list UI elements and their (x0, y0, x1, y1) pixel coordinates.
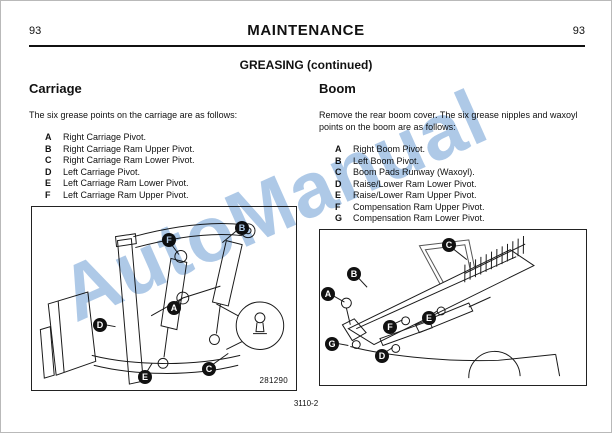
footer-code: 3110-2 (293, 399, 319, 408)
grease-point-key: B (335, 155, 342, 166)
grease-point-key: F (45, 189, 51, 200)
grease-point-key: B (45, 143, 52, 154)
grease-point-key: G (335, 213, 343, 223)
grease-point-label: Raise/Lower Ram Upper Pivot. (353, 190, 477, 200)
boom-section: Boom Remove the rear boom cover. The six… (319, 81, 587, 225)
boom-rams (340, 296, 491, 353)
grease-point-key: E (45, 178, 52, 188)
grease-point-item: E Left Carriage Ram Lower Pivot. (29, 178, 297, 190)
boom-intro: Remove the rear boom cover. The six grea… (319, 110, 578, 132)
carriage-intro: The six grease points on the carriage ar… (29, 110, 238, 120)
grease-point-item: B Right Carriage Ram Upper Pivot. (29, 144, 297, 156)
callout-e: E (138, 370, 152, 384)
callout-g: G (325, 337, 339, 351)
boom-heading: Boom (319, 81, 356, 96)
grease-point-item: G Compensation Ram Lower Pivot. (319, 213, 587, 225)
callout-d: D (93, 318, 107, 332)
grease-point-key: E (335, 190, 342, 200)
grease-point-key: A (45, 132, 52, 142)
callout-a: A (167, 301, 181, 315)
header-title: MAINTENANCE (247, 22, 365, 39)
grease-point-label: Boom Pads Runway (Waxoyl). (353, 167, 475, 177)
grease-nipple-detail (216, 301, 285, 350)
chassis-outline (350, 346, 561, 379)
callout-b: B (347, 267, 361, 281)
grease-point-label: Compensation Ram Upper Pivot. (353, 201, 485, 212)
grease-point-item: A Right Carriage Pivot. (29, 132, 297, 144)
grease-point-item: F Left Carriage Ram Upper Pivot. (29, 190, 297, 202)
callout-b: B (235, 221, 249, 235)
grease-point-label: Right Carriage Pivot. (63, 132, 147, 142)
grease-point-label: Right Boom Pivot. (353, 144, 426, 154)
callout-d: D (375, 349, 389, 363)
page-number-right: 93 (572, 25, 585, 37)
carriage-rams (150, 240, 243, 369)
callout-c: C (202, 362, 216, 376)
grease-point-item: C Right Carriage Ram Lower Pivot. (29, 155, 297, 167)
grease-point-item: F Compensation Ram Upper Pivot. (319, 202, 587, 214)
callout-a: A (321, 287, 335, 301)
carriage-grease-point-list: A Right Carriage Pivot. B Right Carriage… (29, 132, 297, 201)
grease-point-key: F (335, 201, 341, 212)
carriage-diagram: B F A D E C 281290 (31, 206, 297, 391)
grease-point-item: E Raise/Lower Ram Upper Pivot. (319, 190, 587, 202)
boom-diagram-drawing (328, 236, 561, 379)
grease-point-item: D Raise/Lower Ram Lower Pivot. (319, 179, 587, 191)
boom-grease-point-list: A Right Boom Pivot. B Left Boom Pivot. C… (319, 144, 587, 225)
header-rule (29, 45, 585, 47)
grease-point-key: D (335, 178, 342, 189)
boom-diagram: C B A E F G D (319, 229, 587, 386)
grease-point-key: A (335, 144, 342, 154)
page-number-left: 93 (29, 25, 42, 37)
section-title: GREASING (continued) (239, 58, 373, 72)
figure-number: 281290 (259, 376, 288, 385)
grease-point-key: D (45, 166, 52, 177)
grease-point-label: Left Carriage Pivot. (63, 166, 141, 177)
grease-point-key: C (335, 167, 342, 177)
carriage-section: Carriage The six grease points on the ca… (29, 81, 297, 201)
callout-f: F (162, 233, 176, 247)
grease-point-label: Left Carriage Ram Lower Pivot. (63, 178, 189, 188)
grease-point-label: Left Carriage Ram Upper Pivot. (63, 189, 189, 200)
grease-point-label: Left Boom Pivot. (353, 155, 420, 166)
boom-pad-runway-hatching (464, 236, 526, 283)
callout-c: C (442, 238, 456, 252)
grease-point-label: Raise/Lower Ram Lower Pivot. (353, 178, 477, 189)
grease-point-label: Right Carriage Ram Upper Pivot. (63, 143, 195, 154)
boom-arm (341, 249, 535, 346)
grease-point-label: Right Carriage Ram Lower Pivot. (63, 155, 195, 165)
carriage-heading: Carriage (29, 81, 82, 96)
fork-carriage-frame (39, 291, 97, 379)
grease-point-item: D Left Carriage Pivot. (29, 167, 297, 179)
grease-point-label: Compensation Ram Lower Pivot. (353, 213, 485, 223)
grease-point-key: C (45, 155, 52, 165)
grease-point-item: C Boom Pads Runway (Waxoyl). (319, 167, 587, 179)
callout-f: F (383, 320, 397, 334)
grease-point-item: B Left Boom Pivot. (319, 156, 587, 168)
callout-e: E (422, 311, 436, 325)
grease-point-item: A Right Boom Pivot. (319, 144, 587, 156)
